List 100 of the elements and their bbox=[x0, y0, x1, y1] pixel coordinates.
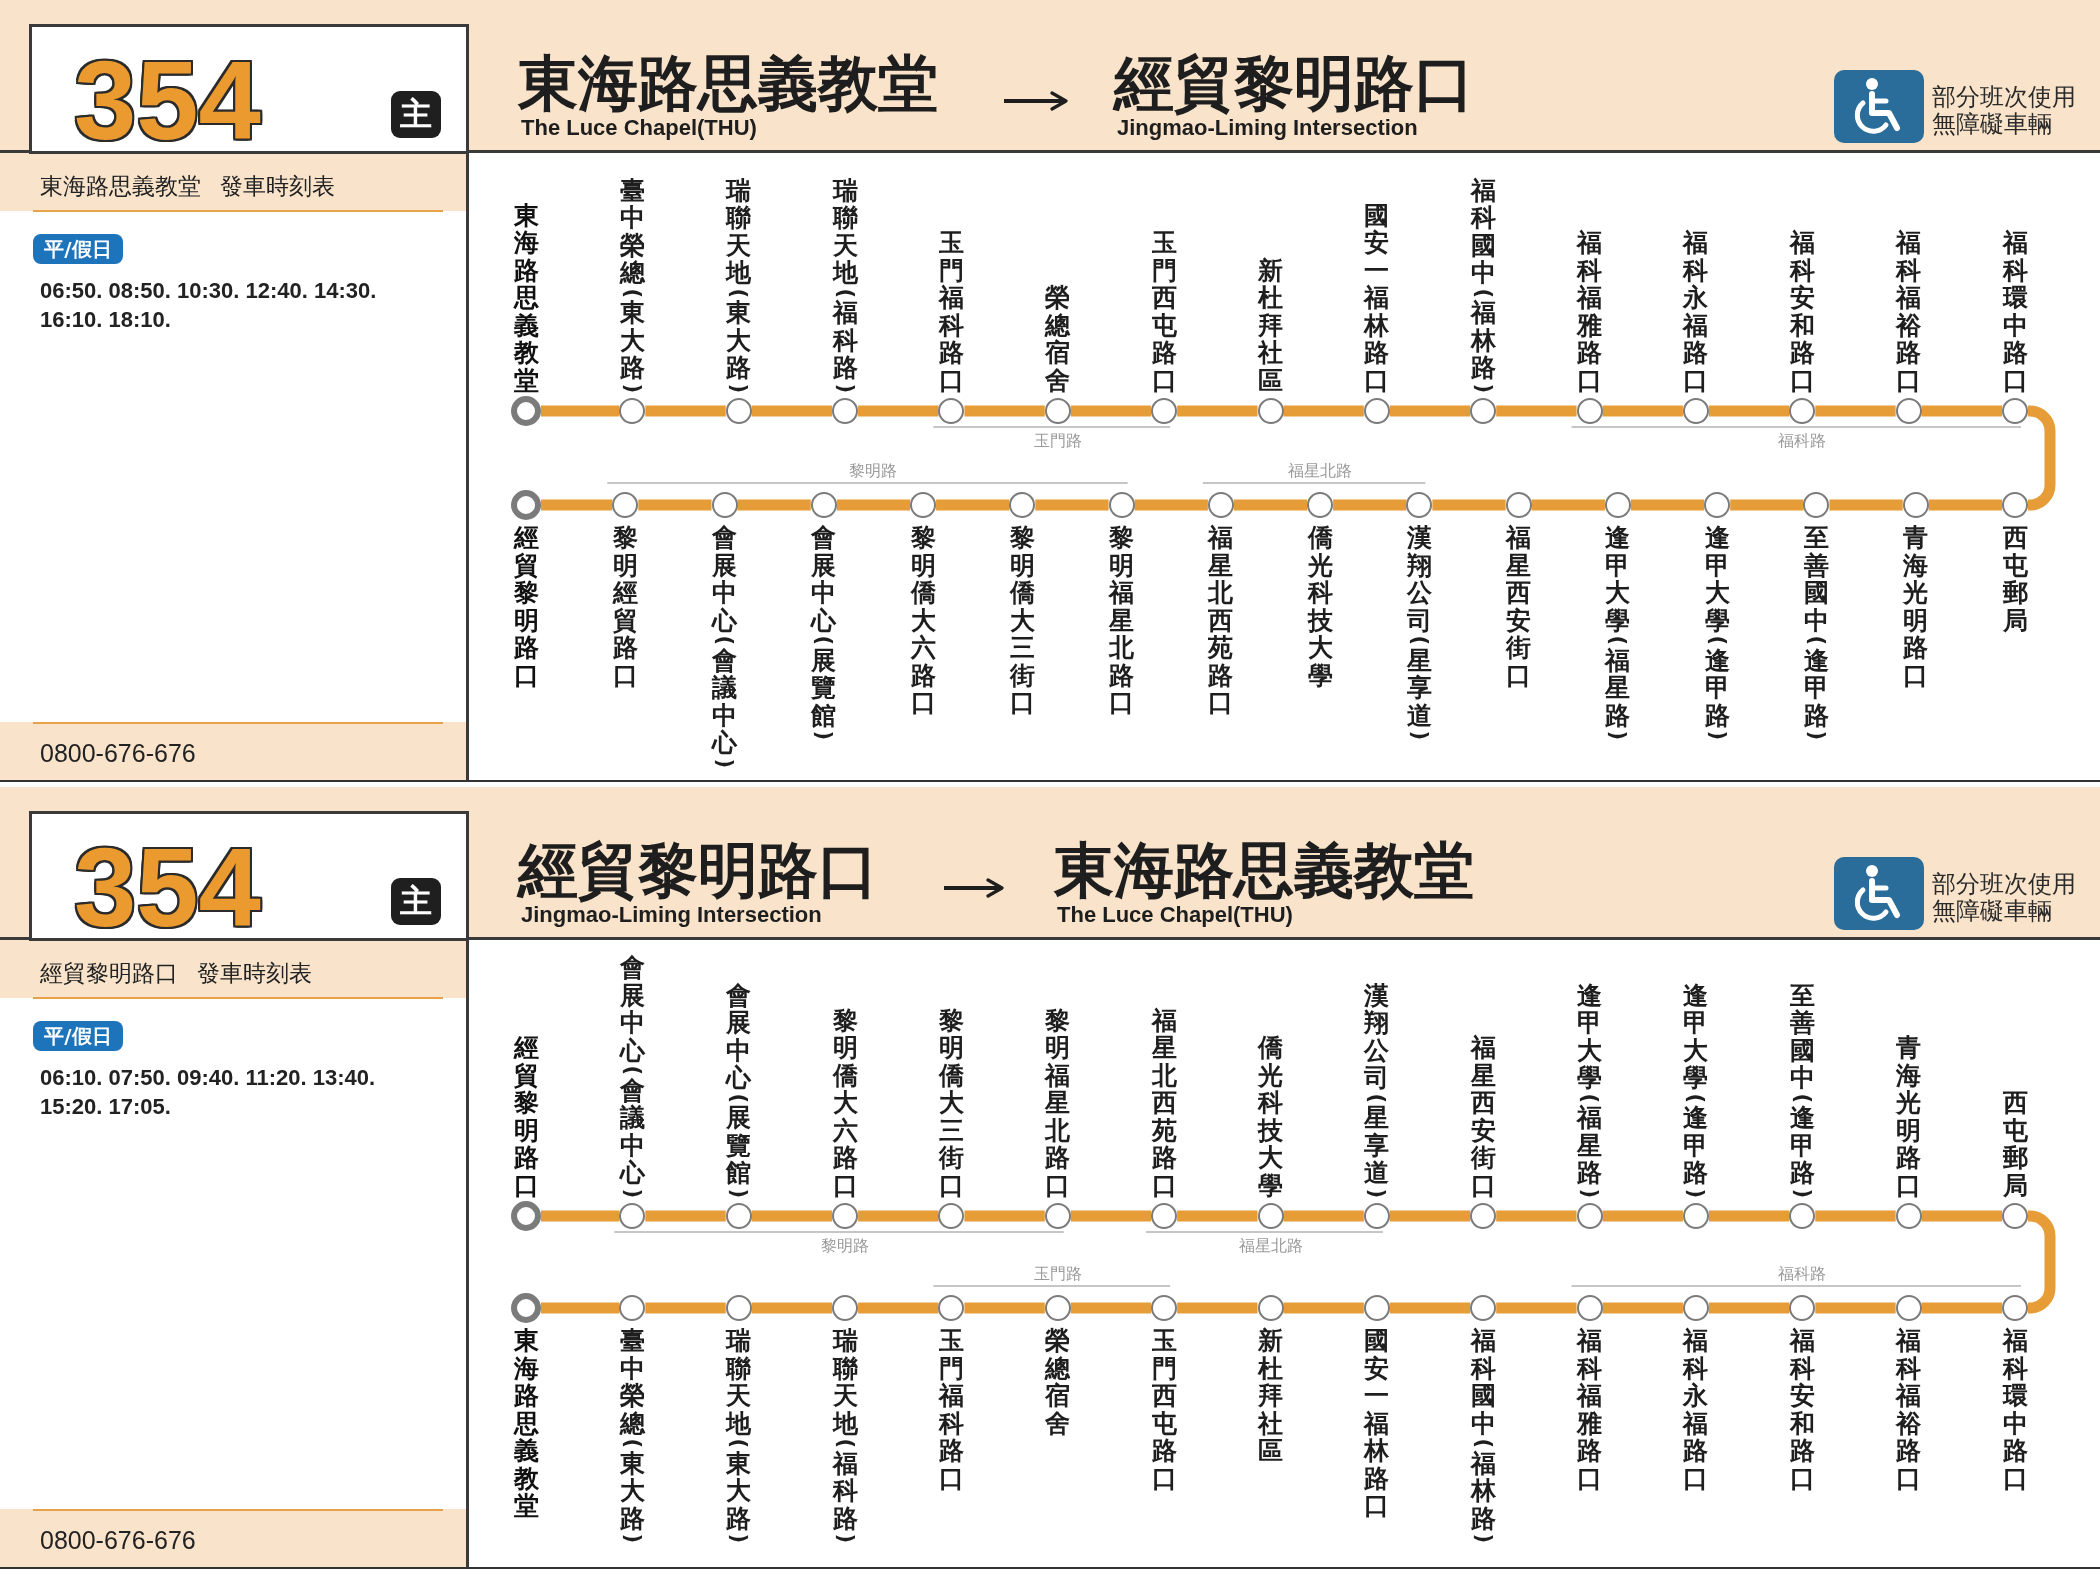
route-line bbox=[1815, 1210, 1896, 1222]
stop-name: 漢翔公司(星享道) bbox=[1364, 981, 1390, 1199]
stop-name: 福科福雅路口 bbox=[1577, 229, 1603, 394]
route-line bbox=[1815, 405, 1896, 417]
stop-marker bbox=[910, 492, 937, 518]
stop-marker bbox=[619, 1203, 646, 1229]
route-badge: 主 bbox=[391, 91, 441, 138]
route-line bbox=[1070, 1210, 1152, 1222]
route-line bbox=[1496, 1210, 1577, 1222]
stop-name: 福星北西苑路口 bbox=[1208, 524, 1234, 717]
route-line bbox=[1333, 499, 1407, 511]
route-line bbox=[1496, 405, 1577, 417]
route-line bbox=[1134, 499, 1208, 511]
stop-name: 會展中心(會議中心) bbox=[619, 954, 645, 1199]
stop-name: 臺中榮總(東大路) bbox=[619, 1327, 645, 1545]
stop-marker bbox=[1789, 1295, 1816, 1321]
stop-marker bbox=[1257, 1203, 1284, 1229]
route-line bbox=[541, 405, 620, 417]
route-line bbox=[1928, 499, 2002, 511]
route-line bbox=[1829, 499, 1903, 511]
stop-marker bbox=[1895, 398, 1922, 424]
stop-marker bbox=[725, 398, 752, 424]
route-line bbox=[541, 1210, 620, 1222]
timetable-title: 經貿黎明路口 發車時刻表 bbox=[40, 959, 312, 988]
stop-name: 經貿黎明路口 bbox=[513, 524, 539, 689]
stop-marker bbox=[1604, 492, 1631, 518]
route-line bbox=[1389, 405, 1471, 417]
stop-marker bbox=[1257, 1295, 1284, 1321]
stop-name: 福科永福路口 bbox=[1683, 1327, 1709, 1492]
stop-marker bbox=[1207, 492, 1234, 518]
route-line bbox=[1921, 405, 2002, 417]
route-line bbox=[964, 1210, 1045, 1222]
stop-name: 青海光明路口 bbox=[1896, 1034, 1922, 1199]
stop-name: 福科福裕路口 bbox=[1896, 229, 1922, 394]
accessibility-note: 部分班次使用無障礙車輛 bbox=[1932, 84, 2077, 138]
stop-marker bbox=[1363, 398, 1390, 424]
stop-marker bbox=[1505, 492, 1532, 518]
stop-name: 西屯郵局 bbox=[2002, 1089, 2028, 1199]
stop-name: 瑞聯天地(東大路) bbox=[726, 1327, 752, 1545]
stop-marker bbox=[1576, 1295, 1603, 1321]
stop-name: 新杜拜社區 bbox=[1258, 1327, 1283, 1465]
english-name: The Luce Chapel(THU) bbox=[1057, 902, 1294, 929]
route-line bbox=[1921, 1210, 2002, 1222]
stop-name: 玉門福科路口 bbox=[938, 1327, 964, 1492]
terminal-name: 東海路思義教堂 bbox=[518, 52, 939, 115]
route-line bbox=[638, 499, 712, 511]
route-line bbox=[964, 1302, 1045, 1314]
stop-marker bbox=[2002, 398, 2028, 424]
stop-name: 福科永福路口 bbox=[1683, 229, 1709, 394]
route-line bbox=[1602, 1210, 1683, 1222]
stop-marker bbox=[938, 1295, 965, 1321]
route-line bbox=[1035, 499, 1109, 511]
stop-name: 瑞聯天地(福科路) bbox=[832, 176, 858, 394]
route-line bbox=[1708, 1210, 1790, 1222]
route-line bbox=[1389, 1210, 1471, 1222]
road-name: 福科路 bbox=[1778, 432, 1827, 450]
stop-name: 僑光科技大學 bbox=[1258, 1034, 1283, 1199]
stop-marker bbox=[1682, 1203, 1709, 1229]
stop-marker bbox=[1576, 1203, 1603, 1229]
route-line bbox=[858, 1302, 939, 1314]
timetable-title: 東海路思義教堂 發車時刻表 bbox=[40, 172, 335, 201]
stop-name: 會展中心(展覽館) bbox=[726, 981, 752, 1199]
stop-name: 福科環中路口 bbox=[2002, 229, 2028, 394]
road-name: 黎明路 bbox=[821, 1237, 870, 1255]
stop-marker bbox=[1307, 492, 1334, 518]
stop-marker bbox=[938, 1203, 965, 1229]
route-number-box bbox=[29, 24, 469, 154]
stop-marker bbox=[619, 398, 646, 424]
stop-name: 黎明僑大三街口 bbox=[1009, 524, 1035, 717]
arrow bbox=[944, 878, 1004, 898]
stop-marker bbox=[1470, 1295, 1497, 1321]
stop-marker bbox=[1044, 1295, 1071, 1321]
stop-name: 黎明經貿路口 bbox=[612, 524, 638, 689]
route-line bbox=[836, 499, 911, 511]
route-line bbox=[541, 499, 613, 511]
road-name: 玉門路 bbox=[1033, 1265, 1082, 1283]
terminal-name: 東海路思義教堂 bbox=[1054, 839, 1474, 902]
stop-marker bbox=[711, 492, 738, 518]
stop-name: 東海路思義教堂 bbox=[513, 201, 539, 394]
terminal-name: 經貿黎明路口 bbox=[1114, 52, 1474, 115]
stop-name: 黎明福星北路口 bbox=[1109, 524, 1135, 717]
route-line bbox=[1177, 1302, 1258, 1314]
stop-marker bbox=[1789, 1203, 1816, 1229]
route-line bbox=[1177, 405, 1258, 417]
route-line bbox=[936, 499, 1010, 511]
stop-name: 瑞聯天地(福科路) bbox=[832, 1327, 858, 1545]
route-line bbox=[1531, 499, 1605, 511]
stop-name: 福科國中(福林路) bbox=[1470, 1327, 1496, 1545]
stop-marker bbox=[1151, 1295, 1178, 1321]
terminal-stop-marker bbox=[511, 490, 541, 520]
stop-marker bbox=[1151, 1203, 1178, 1229]
english-name: Jingmao-Liming Intersection bbox=[1117, 115, 1419, 142]
stop-marker bbox=[619, 1295, 646, 1321]
stop-marker bbox=[1803, 492, 1830, 518]
stop-name: 玉門西屯路口 bbox=[1151, 1327, 1177, 1492]
route-line bbox=[1070, 405, 1152, 417]
stop-name: 福星西安街口 bbox=[1470, 1034, 1496, 1199]
stop-marker bbox=[1704, 492, 1731, 518]
stop-name: 玉門福科路口 bbox=[938, 229, 964, 394]
route-line bbox=[1283, 1302, 1364, 1314]
